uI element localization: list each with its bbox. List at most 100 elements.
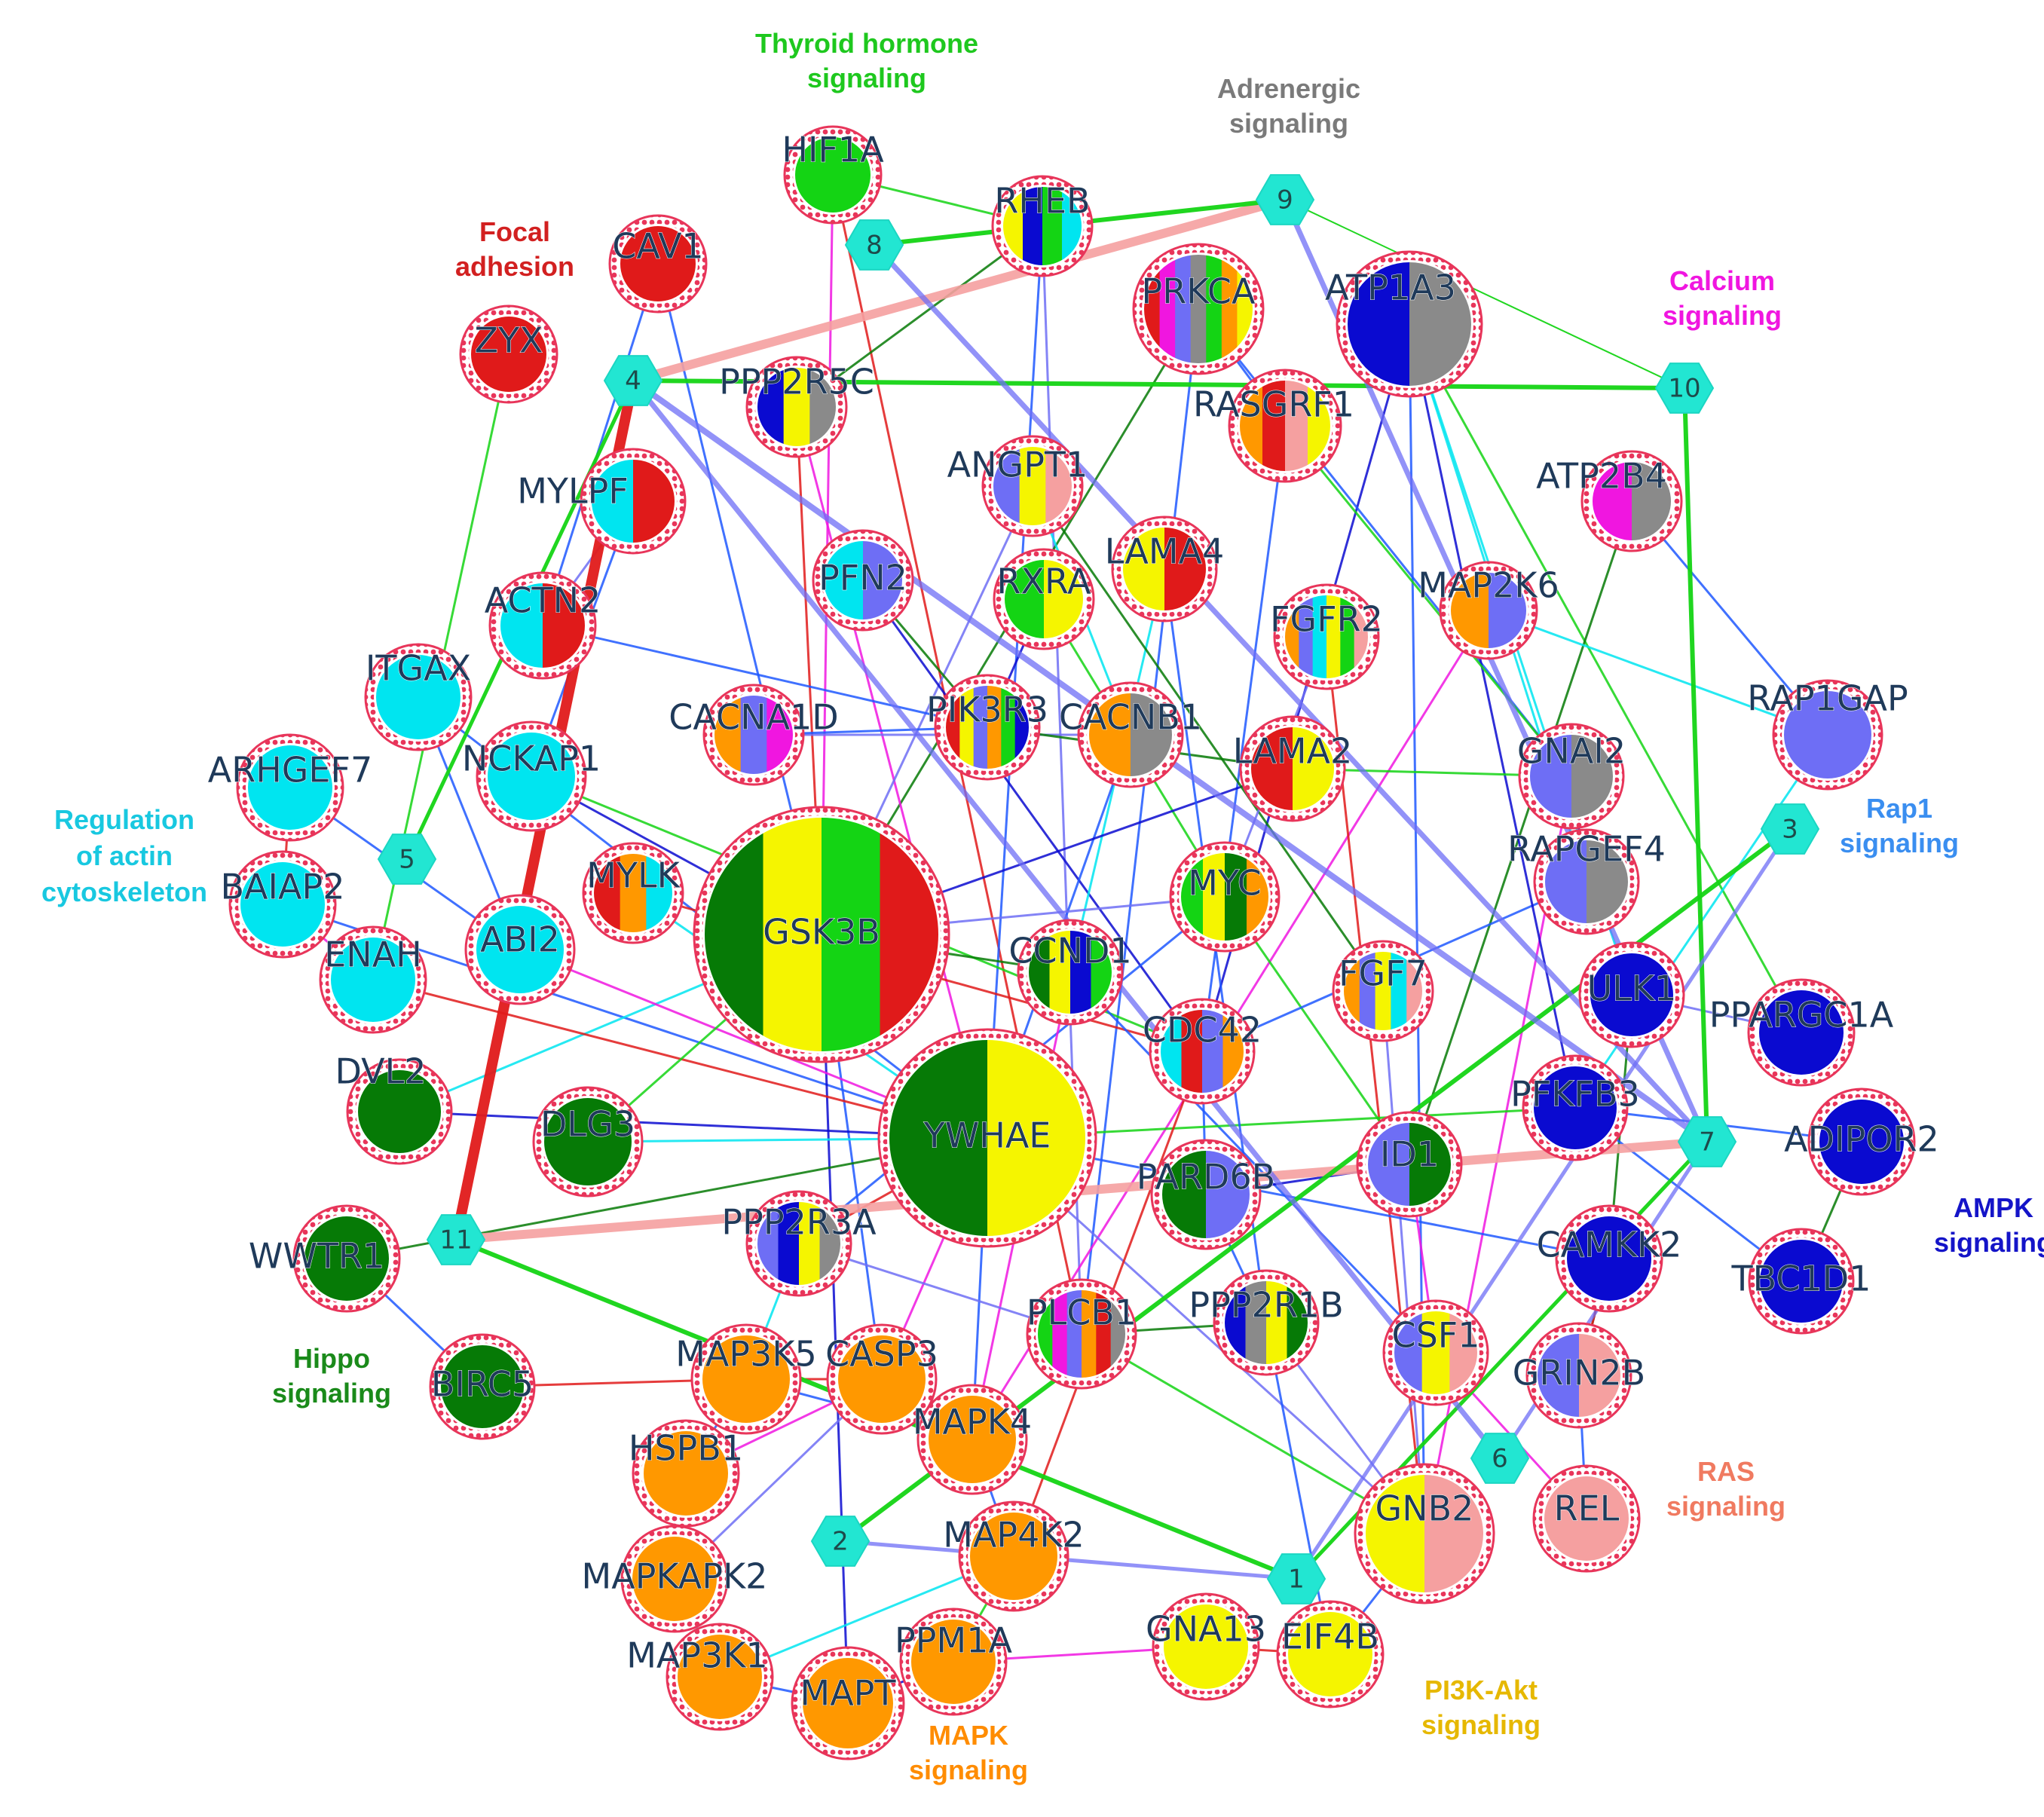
hub-node-5[interactable]: 5 bbox=[377, 834, 437, 885]
gene-node-lama2[interactable]: LAMA2 bbox=[1232, 715, 1353, 822]
hub-node-7[interactable]: 7 bbox=[1677, 1116, 1737, 1167]
hub-hexagon bbox=[1760, 803, 1820, 855]
gene-label: GNAI2 bbox=[1517, 731, 1626, 772]
hub-node-1[interactable]: 1 bbox=[1266, 1553, 1326, 1604]
gene-node-atp1a3[interactable]: ATP1A3 bbox=[1325, 250, 1483, 398]
gene-node-plcb1[interactable]: PLCB1 bbox=[1026, 1278, 1137, 1390]
gene-node-grin2b[interactable]: GRIN2B bbox=[1512, 1322, 1646, 1429]
gene-node-map3k5[interactable]: MAP3K5 bbox=[675, 1323, 817, 1435]
gene-node-map2k6[interactable]: MAP2K6 bbox=[1418, 561, 1559, 660]
gene-node-cacna1d[interactable]: CACNA1D bbox=[669, 684, 839, 786]
gene-node-myc[interactable]: MYC bbox=[1169, 841, 1281, 953]
hub-edge-10-7 bbox=[1682, 386, 1709, 1144]
gene-node-gna13[interactable]: GNA13 bbox=[1145, 1592, 1267, 1701]
gene-node-cdc42[interactable]: CDC42 bbox=[1142, 998, 1262, 1105]
gene-node-pik3r3[interactable]: PIK3R3 bbox=[926, 674, 1048, 781]
gene-node-mylpf[interactable]: MYLPF bbox=[517, 448, 687, 555]
gene-label: RAPGEF4 bbox=[1507, 829, 1666, 870]
gene-node-ppargc1a[interactable]: PPARGC1A bbox=[1709, 978, 1894, 1087]
gene-label: ITGAX bbox=[366, 648, 471, 689]
gene-node-pfn2[interactable]: PFN2 bbox=[812, 529, 914, 632]
gene-node-gnb2[interactable]: GNB2 bbox=[1354, 1463, 1495, 1604]
gene-node-rap1gap[interactable]: RAP1GAP bbox=[1747, 678, 1908, 791]
pathway-label-line: signaling bbox=[1666, 1491, 1785, 1522]
pathway-stripe-hippo bbox=[358, 1070, 441, 1153]
gene-node-ccnd1[interactable]: CCND1 bbox=[1008, 919, 1132, 1026]
gene-label: PRKCA bbox=[1142, 271, 1256, 312]
gene-node-rapgef4[interactable]: RAPGEF4 bbox=[1507, 828, 1666, 935]
gene-node-atp2b4[interactable]: ATP2B4 bbox=[1536, 450, 1683, 552]
gene-node-pfkfb3[interactable]: PFKFB3 bbox=[1510, 1054, 1640, 1161]
gene-node-rel[interactable]: REL bbox=[1532, 1464, 1641, 1573]
hub-label: 9 bbox=[1277, 185, 1293, 216]
gene-node-cacnb1[interactable]: CACNB1 bbox=[1058, 681, 1203, 788]
gene-node-abi2[interactable]: ABI2 bbox=[464, 894, 576, 1005]
gene-node-rasgrf1[interactable]: RASGRF1 bbox=[1192, 369, 1355, 483]
gene-node-angpt1[interactable]: ANGPT1 bbox=[947, 435, 1088, 537]
hub-node-9[interactable]: 9 bbox=[1255, 174, 1315, 225]
gene-node-arhgef7[interactable]: ARHGEF7 bbox=[207, 733, 373, 842]
gene-node-ppp2r5c[interactable]: PPP2R5C bbox=[719, 356, 874, 458]
gene-node-mapkapk2[interactable]: MAPKAPK2 bbox=[581, 1525, 768, 1633]
hub-node-6[interactable]: 6 bbox=[1470, 1433, 1530, 1484]
gene-node-ppp2r3a[interactable]: PPP2R3A bbox=[721, 1190, 877, 1297]
gene-node-hif1a[interactable]: HIF1A bbox=[782, 125, 885, 225]
hub-label: 5 bbox=[399, 845, 415, 875]
hub-node-8[interactable]: 8 bbox=[844, 219, 904, 271]
hub-node-4[interactable]: 4 bbox=[603, 355, 663, 406]
gene-node-dlg3[interactable]: DLG3 bbox=[532, 1086, 644, 1198]
pathway-label-line: Hippo bbox=[293, 1343, 370, 1374]
gene-node-pard6b[interactable]: PARD6B bbox=[1136, 1139, 1276, 1250]
hub-node-11[interactable]: 11 bbox=[426, 1214, 486, 1265]
hub-node-2[interactable]: 2 bbox=[810, 1516, 871, 1567]
gene-node-rxra[interactable]: RXRA bbox=[993, 548, 1095, 650]
gene-node-mapk4[interactable]: MAPK4 bbox=[912, 1384, 1033, 1495]
hub-node-3[interactable]: 3 bbox=[1760, 803, 1820, 855]
gene-node-hspb1[interactable]: HSPB1 bbox=[628, 1419, 744, 1528]
gene-node-itgax[interactable]: ITGAX bbox=[364, 643, 473, 751]
gene-node-actn2[interactable]: ACTN2 bbox=[484, 571, 601, 680]
gene-node-cav1[interactable]: CAV1 bbox=[608, 214, 708, 314]
gene-label: MAP3K5 bbox=[675, 1334, 817, 1375]
gene-node-ppp2r1b[interactable]: PPP2R1B bbox=[1189, 1269, 1344, 1376]
hub-node-10[interactable]: 10 bbox=[1654, 362, 1715, 414]
gene-node-birc5[interactable]: BIRC5 bbox=[429, 1333, 536, 1440]
gene-node-wwtr1[interactable]: WWTR1 bbox=[248, 1204, 401, 1313]
gene-node-ppm1a[interactable]: PPM1A bbox=[895, 1607, 1013, 1716]
pathway-stripe-pi3k bbox=[1375, 952, 1391, 1030]
pathway-label-line: Regulation bbox=[54, 804, 194, 835]
gene-node-gnai2[interactable]: GNAI2 bbox=[1516, 723, 1626, 830]
gene-node-adipor2[interactable]: ADIPOR2 bbox=[1784, 1087, 1939, 1196]
gene-node-gsk3b[interactable]: GSK3B bbox=[693, 806, 950, 1063]
gene-node-eif4b[interactable]: EIF4B bbox=[1276, 1600, 1385, 1708]
gene-node-tbc1d1[interactable]: TBC1D1 bbox=[1730, 1228, 1871, 1335]
gene-node-map3k1[interactable]: MAP3K1 bbox=[626, 1623, 774, 1731]
gene-node-mylk[interactable]: MYLK bbox=[582, 842, 684, 944]
gene-node-dvl2[interactable]: DVL2 bbox=[335, 1051, 453, 1165]
hub-label: 4 bbox=[625, 366, 641, 396]
gene-node-casp3[interactable]: CASP3 bbox=[825, 1323, 938, 1435]
gene-node-ywhae[interactable]: YWHAE bbox=[877, 1028, 1097, 1248]
pathway-stripe-thyroid bbox=[795, 137, 871, 213]
pathway-stripe-hippo bbox=[544, 1098, 632, 1185]
gene-node-nckap1[interactable]: NCKAP1 bbox=[461, 720, 601, 832]
gene-label: ULK1 bbox=[1587, 968, 1677, 1009]
gene-node-lama4[interactable]: LAMA4 bbox=[1104, 515, 1225, 622]
gene-node-baiap2[interactable]: BAIAP2 bbox=[220, 850, 345, 959]
gene-node-fgf7[interactable]: FGF7 bbox=[1332, 940, 1434, 1042]
gene-node-enah[interactable]: ENAH bbox=[319, 925, 427, 1034]
gene-node-fgfr2[interactable]: FGFR2 bbox=[1270, 583, 1383, 690]
gene-node-id1[interactable]: ID1 bbox=[1356, 1111, 1463, 1218]
gene-node-csf1[interactable]: CSF1 bbox=[1382, 1299, 1489, 1406]
gene-node-rheb[interactable]: RHEB bbox=[991, 175, 1094, 277]
gene-node-map4k2[interactable]: MAP4K2 bbox=[943, 1500, 1085, 1612]
gene-node-ulk1[interactable]: ULK1 bbox=[1578, 941, 1685, 1048]
gene-label: PPARGC1A bbox=[1709, 995, 1894, 1035]
gene-node-mapt[interactable]: MAPT bbox=[791, 1646, 905, 1760]
gene-node-zyx[interactable]: ZYX bbox=[459, 304, 558, 404]
gene-label: ATP1A3 bbox=[1325, 268, 1456, 308]
gene-node-prkca[interactable]: PRKCA bbox=[1132, 243, 1265, 375]
gene-node-camkk2[interactable]: CAMKK2 bbox=[1536, 1204, 1682, 1313]
